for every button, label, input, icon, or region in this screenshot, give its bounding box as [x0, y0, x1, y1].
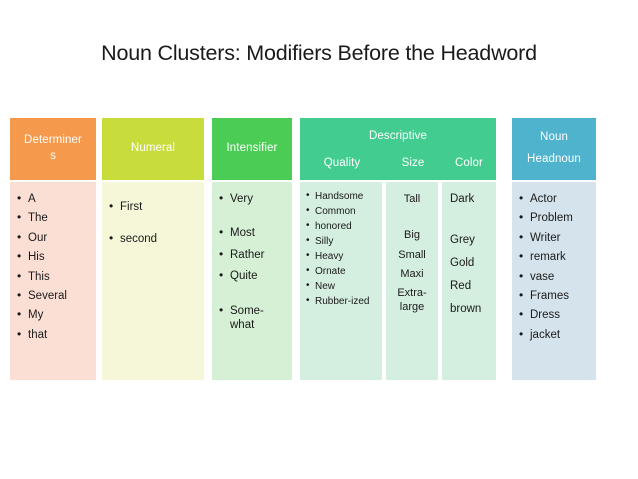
column-header-descriptive-label: Descriptive	[369, 130, 427, 142]
column-determiners: Determiner s A The Our His This Several …	[10, 118, 96, 380]
list-item: This	[16, 268, 90, 283]
list-item: Our	[16, 230, 90, 245]
column-body-determiners: A The Our His This Several My that	[10, 182, 96, 380]
list-item: Frames	[518, 288, 590, 303]
list-item: brown	[450, 302, 482, 315]
column-body-color: Dark Grey Gold Red brown	[442, 182, 496, 380]
list-item: First	[108, 199, 198, 214]
list-item: Quite	[218, 268, 286, 283]
list-item: second	[108, 231, 198, 246]
intensifier-list: Very Most Rather Quite Some-what	[218, 191, 286, 333]
column-noun: Noun Headnoun Actor Problem Writer remar…	[512, 118, 596, 380]
list-item: Dark	[450, 193, 475, 205]
list-item: remark	[518, 249, 590, 264]
subcolumn-header-quality: Quality	[323, 156, 361, 169]
column-intensifier: Intensifier Very Most Rather Quite Some-…	[212, 118, 292, 380]
column-descriptive: Descriptive Quality Size Color Handsome …	[300, 118, 496, 380]
column-header-determiners-line2: s	[50, 150, 56, 162]
list-item: Silly	[306, 234, 376, 248]
list-item: New	[306, 279, 376, 293]
column-header-noun-line2: Headnoun	[527, 153, 581, 165]
noun-list: Actor Problem Writer remark vase Frames …	[518, 191, 590, 342]
list-item: Several	[16, 288, 90, 303]
descriptive-subheader-row: Quality Size Color	[300, 156, 496, 172]
list-item: Red	[450, 279, 472, 292]
list-item: Grey	[450, 233, 475, 246]
color-list: Dark Grey Gold Red brown	[450, 192, 490, 317]
list-item: Tall	[403, 193, 421, 205]
list-item: Rather	[218, 247, 286, 262]
size-list: Tall Big Small Maxi Extra-large	[392, 192, 432, 315]
column-header-descriptive: Descriptive Quality Size Color	[300, 118, 496, 180]
subcolumn-header-color: Color	[455, 156, 483, 169]
list-item: My	[16, 307, 90, 322]
descriptive-bodies: Handsome Common honored Silly Heavy Orna…	[300, 182, 496, 380]
list-item: Some-what	[218, 303, 286, 333]
list-item: Ornate	[306, 264, 376, 278]
list-item: Writer	[518, 230, 590, 245]
column-body-size: Tall Big Small Maxi Extra-large	[386, 182, 438, 380]
list-item: Rubber-ized	[306, 294, 376, 308]
list-item: Maxi	[400, 267, 424, 280]
column-numeral: Numeral First second	[102, 118, 204, 380]
column-body-intensifier: Very Most Rather Quite Some-what	[212, 182, 292, 380]
list-item: Very	[218, 191, 286, 206]
list-item: Common	[306, 204, 376, 218]
list-item: jacket	[518, 327, 590, 342]
page-title: Noun Clusters: Modifiers Before the Head…	[101, 41, 537, 65]
column-header-numeral: Numeral	[102, 118, 204, 180]
list-item: Extra-large	[397, 287, 427, 314]
list-item: Most	[218, 225, 286, 240]
quality-list: Handsome Common honored Silly Heavy Orna…	[306, 189, 376, 308]
numeral-list: First second	[108, 199, 198, 247]
column-body-noun: Actor Problem Writer remark vase Frames …	[512, 182, 596, 380]
list-item: Problem	[518, 210, 590, 225]
column-header-intensifier: Intensifier	[212, 118, 292, 180]
list-item: that	[16, 327, 90, 342]
column-header-noun: Noun Headnoun	[512, 118, 596, 180]
list-item: Dress	[518, 307, 590, 322]
subcolumn-header-size: Size	[401, 156, 425, 169]
column-header-determiners-line1: Determiner	[24, 134, 82, 147]
list-item: Big	[404, 229, 420, 242]
column-body-numeral: First second	[102, 182, 204, 380]
determiners-list: A The Our His This Several My that	[16, 191, 90, 342]
column-body-quality: Handsome Common honored Silly Heavy Orna…	[300, 182, 382, 380]
list-item: His	[16, 249, 90, 264]
column-header-determiners: Determiner s	[10, 118, 96, 180]
column-header-intensifier-label: Intensifier	[226, 142, 278, 155]
list-item: Handsome	[306, 189, 376, 203]
list-item: vase	[518, 268, 590, 283]
list-item: A	[16, 191, 90, 206]
list-item: Small	[398, 248, 426, 261]
list-item: Actor	[518, 191, 590, 206]
column-header-numeral-label: Numeral	[130, 142, 176, 155]
list-item: honored	[306, 219, 376, 233]
list-item: Heavy	[306, 249, 376, 263]
list-item: Gold	[450, 256, 475, 269]
column-header-noun-line1: Noun	[540, 131, 568, 144]
list-item: The	[16, 210, 90, 225]
